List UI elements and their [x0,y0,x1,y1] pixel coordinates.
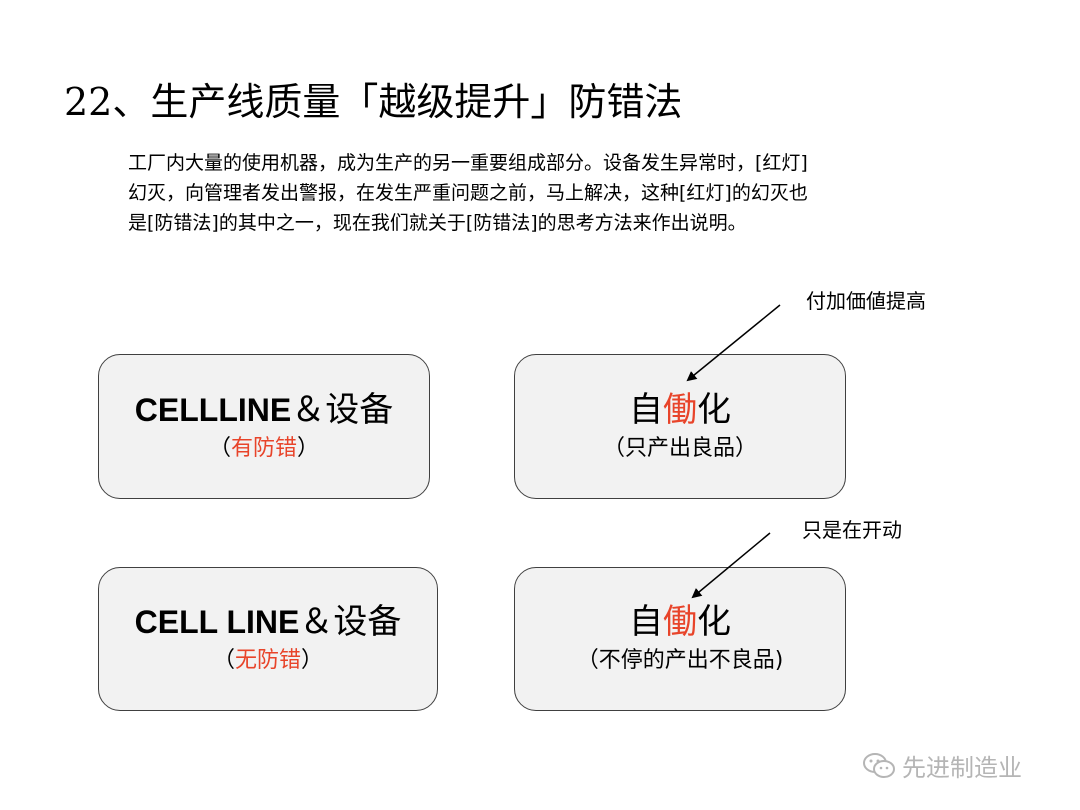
jidoka-good-products-box: 自働化 （只产出良品） [514,354,846,499]
jidoka-char-2: 働 [663,389,697,430]
jidoka-char-3: 化 [697,389,731,430]
paren-close: ） [301,648,324,673]
jidoka-char-2: 働 [663,602,697,642]
intro-line-3: 是[防错法]的其中之一，现在我们就关于[防错法]的思考方法来作出说明。 [128,212,747,234]
value-added-note: 付加価値提高 [806,289,926,313]
paren-open: （ [212,648,235,673]
jidoka-char-3: 化 [697,602,731,642]
jidoka-char-1: 自 [629,389,663,430]
wechat-icon [863,752,895,778]
box-main-text: 自働化 [629,389,731,431]
cell-line-label: CELL LINE [134,604,300,640]
jidoka-defects-box: 自働化 （不停的产出不良品) [514,567,846,711]
paren-open: （ [208,435,231,461]
box-main-text: 自働化 [629,601,731,643]
cell-line-without-poka-yoke-box: CELL LINE＆设备 （无防错） [98,567,438,711]
cell-line-with-poka-yoke-box: CELLLINE＆设备 （有防错） [98,354,430,499]
jidoka-char-1: 自 [629,602,663,642]
cellline-label: CELLLINE [134,391,292,428]
page-title: 22、生产线质量「越级提升」防错法 [64,80,683,124]
box-main-text: CELLLINE＆设备 [135,389,393,431]
intro-line-2: 幻灭，向管理者发出警报，在发生严重问题之前，马上解决，这种[红灯]的幻灭也 [128,182,808,204]
equipment-label: ＆设备 [291,389,394,430]
arrow-to-top-right-box [686,304,781,382]
intro-line-1: 工厂内大量的使用机器，成为生产的另一重要组成部分。设备发生异常时，[红灯] [128,152,808,174]
box-sub-text: （无防错） [213,645,323,677]
paren-close: ） [297,435,320,461]
has-poka-yoke-label: 有防错 [230,435,297,461]
no-poka-yoke-label: 无防错 [234,648,301,673]
arrow-to-bottom-right-box [691,532,771,599]
intro-paragraph: 工厂内大量的使用机器，成为生产的另一重要组成部分。设备发生异常时，[红灯] 幻灭… [128,148,998,238]
box-sub-text: （只产出良品） [602,435,757,461]
only-running-note: 只是在开动 [802,518,902,542]
equipment-label: ＆设备 [299,602,402,642]
box-main-text: CELL LINE＆设备 [135,601,402,643]
watermark-text: 先进制造业 [902,754,1022,782]
watermark: 先进制造业 [862,748,1022,783]
box-sub-text: （有防错） [209,433,319,465]
box-sub-text: （不停的产出不良品) [576,648,784,673]
